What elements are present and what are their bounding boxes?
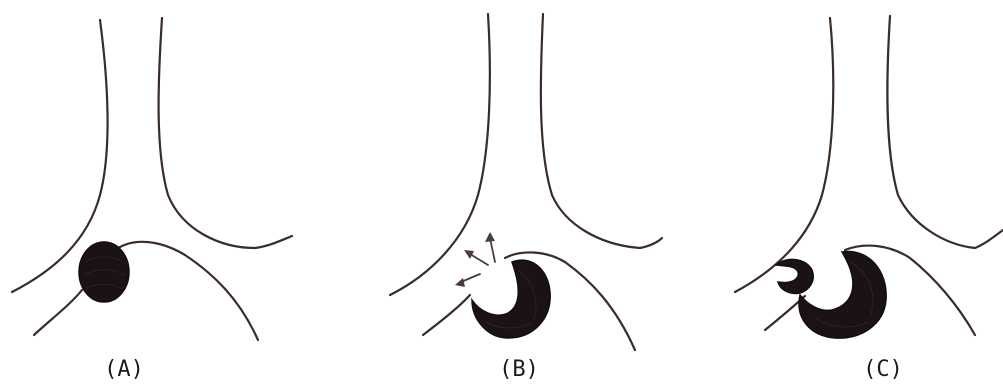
panel-a-label: (A) [104,357,144,382]
panel-b-arrows [455,232,495,287]
panel-b-lower-left-wall [423,295,470,335]
panel-c-right-wall [887,16,1003,248]
panel-b-right-wall [541,14,662,248]
panel-c-left-wall [735,18,833,292]
panel-a [12,18,292,340]
panel-c [735,16,1003,338]
panel-a-mass [79,242,129,302]
panel-c-mass [776,252,886,339]
panel-a-lower-left-wall [34,290,82,335]
panel-b-mass [472,260,550,338]
panel-a-right-wall [159,18,292,248]
panel-b-left-wall [390,14,490,295]
panel-b [390,14,662,350]
panel-a-lower-wall [118,242,258,340]
panel-b-label: (B) [499,357,539,382]
panel-c-label: (C) [863,357,903,382]
